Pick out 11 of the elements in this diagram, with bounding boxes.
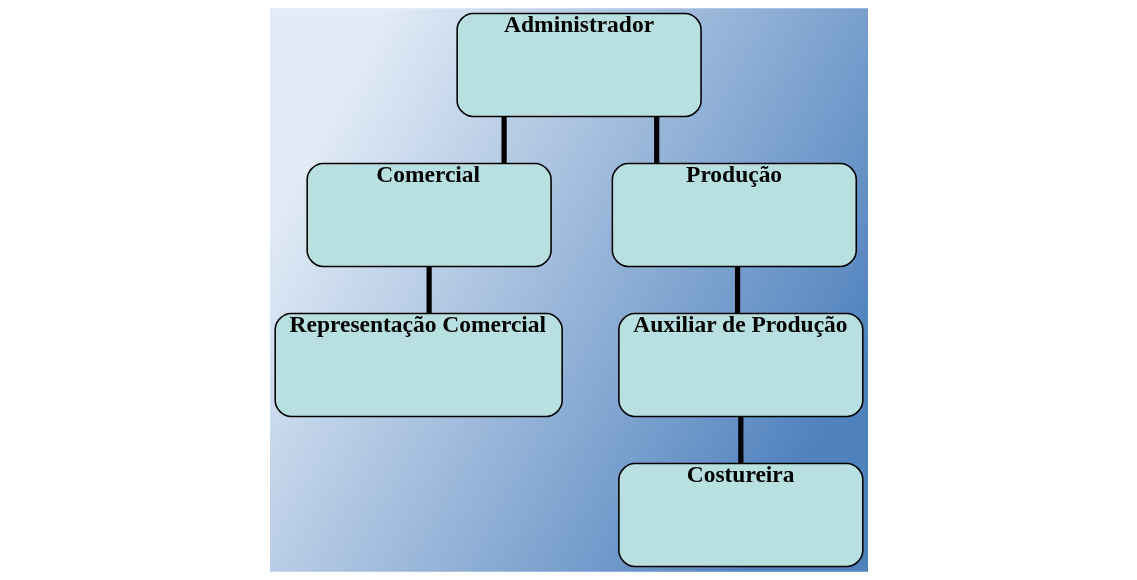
- connector: [426, 266, 432, 314]
- node-box: Auxiliar de Produção: [617, 312, 864, 418]
- node-box: Comercial: [305, 162, 552, 268]
- node-box: Costureira: [617, 462, 864, 568]
- node-box: Representação Comercial: [273, 312, 563, 418]
- connector: [501, 116, 507, 164]
- connector: [653, 116, 659, 164]
- node-box: Produção: [611, 162, 857, 268]
- connector: [737, 416, 743, 464]
- connector: [734, 266, 740, 314]
- node-box: Administrador: [455, 12, 702, 118]
